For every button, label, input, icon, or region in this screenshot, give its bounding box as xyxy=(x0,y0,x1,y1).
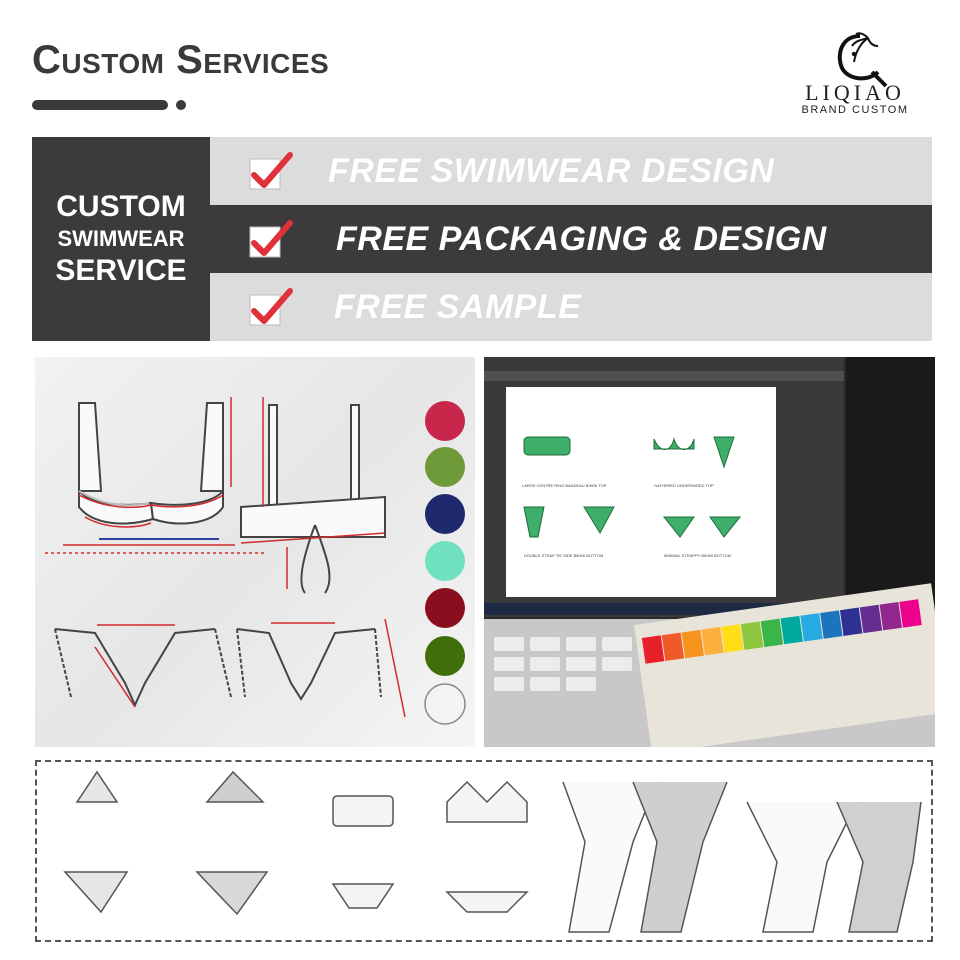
sheet-caption-4: MINIMAL STRAPPY BIKINI BOTTOM xyxy=(664,553,731,558)
palette-swatch xyxy=(701,627,724,656)
palette-swatch xyxy=(820,610,843,639)
brand-tagline: BRAND CUSTOM xyxy=(801,104,909,116)
service-item-sample: FREE SAMPLE xyxy=(210,273,932,341)
banner-label-line2: SWIMWEAR xyxy=(57,226,185,251)
service-item-text: FREE SWIMWEAR DESIGN xyxy=(328,151,775,190)
checkmark-icon xyxy=(249,220,293,258)
laptop-screen-drawing: LARGE CENTRE RING BANDEAU BIKINI TOP GAT… xyxy=(484,357,935,747)
palette-swatch xyxy=(800,613,823,642)
palette-swatch xyxy=(899,599,922,628)
sheet-caption-3: DOUBLE STRAP TIE SIDE BIKINI BOTTOM xyxy=(524,553,603,558)
sheet-caption-1: LARGE CENTRE RING BANDEAU BIKINI TOP xyxy=(522,483,607,488)
brand-logo-icon xyxy=(837,32,888,88)
service-item-packaging: FREE PACKAGING & DESIGN xyxy=(210,205,932,273)
palette-swatch xyxy=(740,621,764,650)
palette-swatch xyxy=(879,601,902,631)
palette-swatch xyxy=(839,607,863,636)
service-item-text: FREE PACKAGING & DESIGN xyxy=(336,219,827,258)
palette-swatch xyxy=(760,618,784,648)
banner-label-line1: CUSTOM xyxy=(56,190,186,223)
palette-swatch xyxy=(661,632,685,661)
title-underline xyxy=(32,100,168,110)
design-screen-photo: LARGE CENTRE RING BANDEAU BIKINI TOP GAT… xyxy=(484,357,935,747)
palette-swatch xyxy=(780,615,803,645)
title-underline-dot xyxy=(176,100,186,110)
service-item-text: FREE SAMPLE xyxy=(334,287,582,326)
banner-label: CUSTOM SWIMWEAR SERVICE xyxy=(32,137,210,341)
palette-swatch xyxy=(641,635,665,664)
measurement-drawing xyxy=(45,397,466,725)
palette-swatch xyxy=(859,604,883,634)
measurement-sketch-photo xyxy=(35,357,475,747)
brand-name: LIQIAO xyxy=(805,80,905,105)
palette-swatch xyxy=(721,624,744,653)
service-item-design: FREE SWIMWEAR DESIGN xyxy=(210,137,932,205)
page-title: Custom Services xyxy=(32,38,330,82)
sheet-caption-2: GATHERED UNDERWIRED TOP xyxy=(654,483,714,488)
palette-swatch xyxy=(681,629,704,659)
style-sketches xyxy=(63,770,922,933)
banner-label-line3: SERVICE xyxy=(55,254,187,287)
service-banner: CUSTOM SWIMWEAR SERVICE FREE SWIMWEAR DE… xyxy=(32,137,932,341)
checkmark-icon xyxy=(249,288,293,326)
style-catalog xyxy=(35,760,933,942)
checkmark-icon xyxy=(249,152,293,190)
